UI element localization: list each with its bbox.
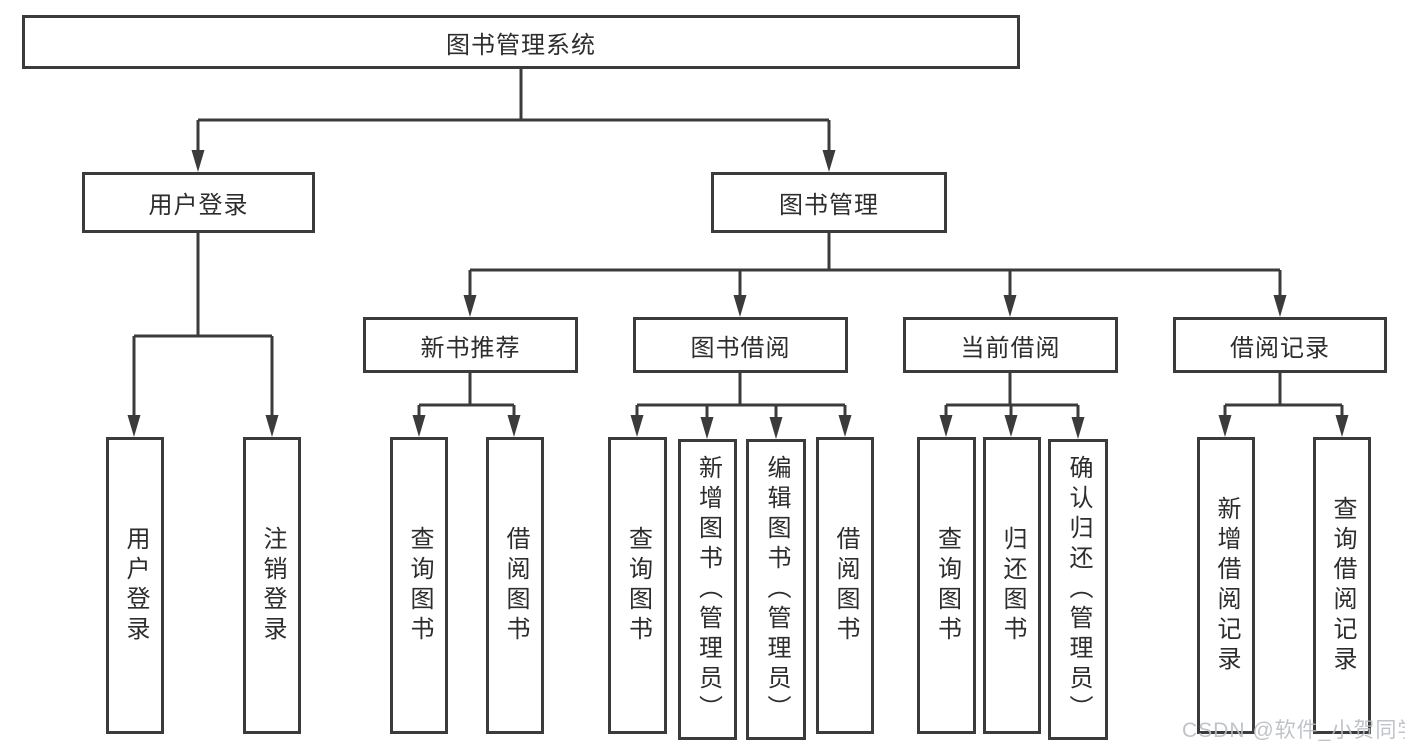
node-current-borrowing: 当前借阅 xyxy=(903,317,1118,373)
leaf-cb-return-books: 归还图书 xyxy=(983,437,1041,734)
leaf-nb-borrow-books: 借阅图书 xyxy=(486,437,544,734)
leaf-rec-add-record: 新增借阅记录 xyxy=(1197,437,1255,734)
node-new-book-recommendation: 新书推荐 xyxy=(363,317,578,373)
leaf-label: 编辑图书（管理员） xyxy=(763,454,790,725)
node-book-management: 图书管理 xyxy=(711,172,947,233)
leaf-bb-add-books-admin: 新增图书（管理员） xyxy=(678,439,737,740)
leaf-bb-borrow-books: 借阅图书 xyxy=(816,437,874,734)
node-label: 用户登录 xyxy=(148,192,249,219)
leaf-nb-query-books: 查询图书 xyxy=(390,437,448,734)
node-label: 当前借阅 xyxy=(960,334,1061,362)
node-label: 借阅记录 xyxy=(1230,334,1330,362)
leaf-label: 借阅图书 xyxy=(832,525,859,646)
leaf-label: 查询图书 xyxy=(406,525,433,646)
node-library-system: 图书管理系统 xyxy=(22,15,1020,69)
node-borrowing-records: 借阅记录 xyxy=(1173,317,1387,373)
leaf-rec-query-record: 查询借阅记录 xyxy=(1313,437,1371,734)
leaf-bb-edit-books-admin: 编辑图书（管理员） xyxy=(746,439,806,740)
leaf-label: 查询图书 xyxy=(933,525,961,646)
leaf-label: 查询图书 xyxy=(624,525,652,646)
watermark: CSDN @软件_小贺同学 xyxy=(1182,719,1405,742)
node-label: 图书管理 xyxy=(779,192,879,219)
leaf-label: 用户登录 xyxy=(122,525,149,646)
leaf-logout: 注销登录 xyxy=(243,437,301,734)
node-label: 图书管理系统 xyxy=(446,31,596,59)
node-user-login: 用户登录 xyxy=(82,172,315,233)
leaf-cb-query-books: 查询图书 xyxy=(917,437,976,734)
arrowheads xyxy=(127,150,1349,439)
leaf-label: 借阅图书 xyxy=(502,525,529,646)
leaf-label: 查询借阅记录 xyxy=(1329,495,1356,676)
leaf-label: 新增图书（管理员） xyxy=(694,454,722,725)
leaf-label: 确认归还（管理员） xyxy=(1065,454,1092,725)
leaf-user-login: 用户登录 xyxy=(106,437,164,734)
leaf-cb-confirm-return-admin: 确认归还（管理员） xyxy=(1048,439,1108,740)
leaf-label: 归还图书 xyxy=(999,525,1026,646)
node-label: 图书借阅 xyxy=(690,334,791,362)
leaf-label: 新增借阅记录 xyxy=(1213,495,1240,676)
leaf-label: 注销登录 xyxy=(259,525,286,646)
leaf-bb-query-books: 查询图书 xyxy=(608,437,667,734)
node-label: 新书推荐 xyxy=(420,334,521,362)
node-book-borrowing: 图书借阅 xyxy=(633,317,848,373)
